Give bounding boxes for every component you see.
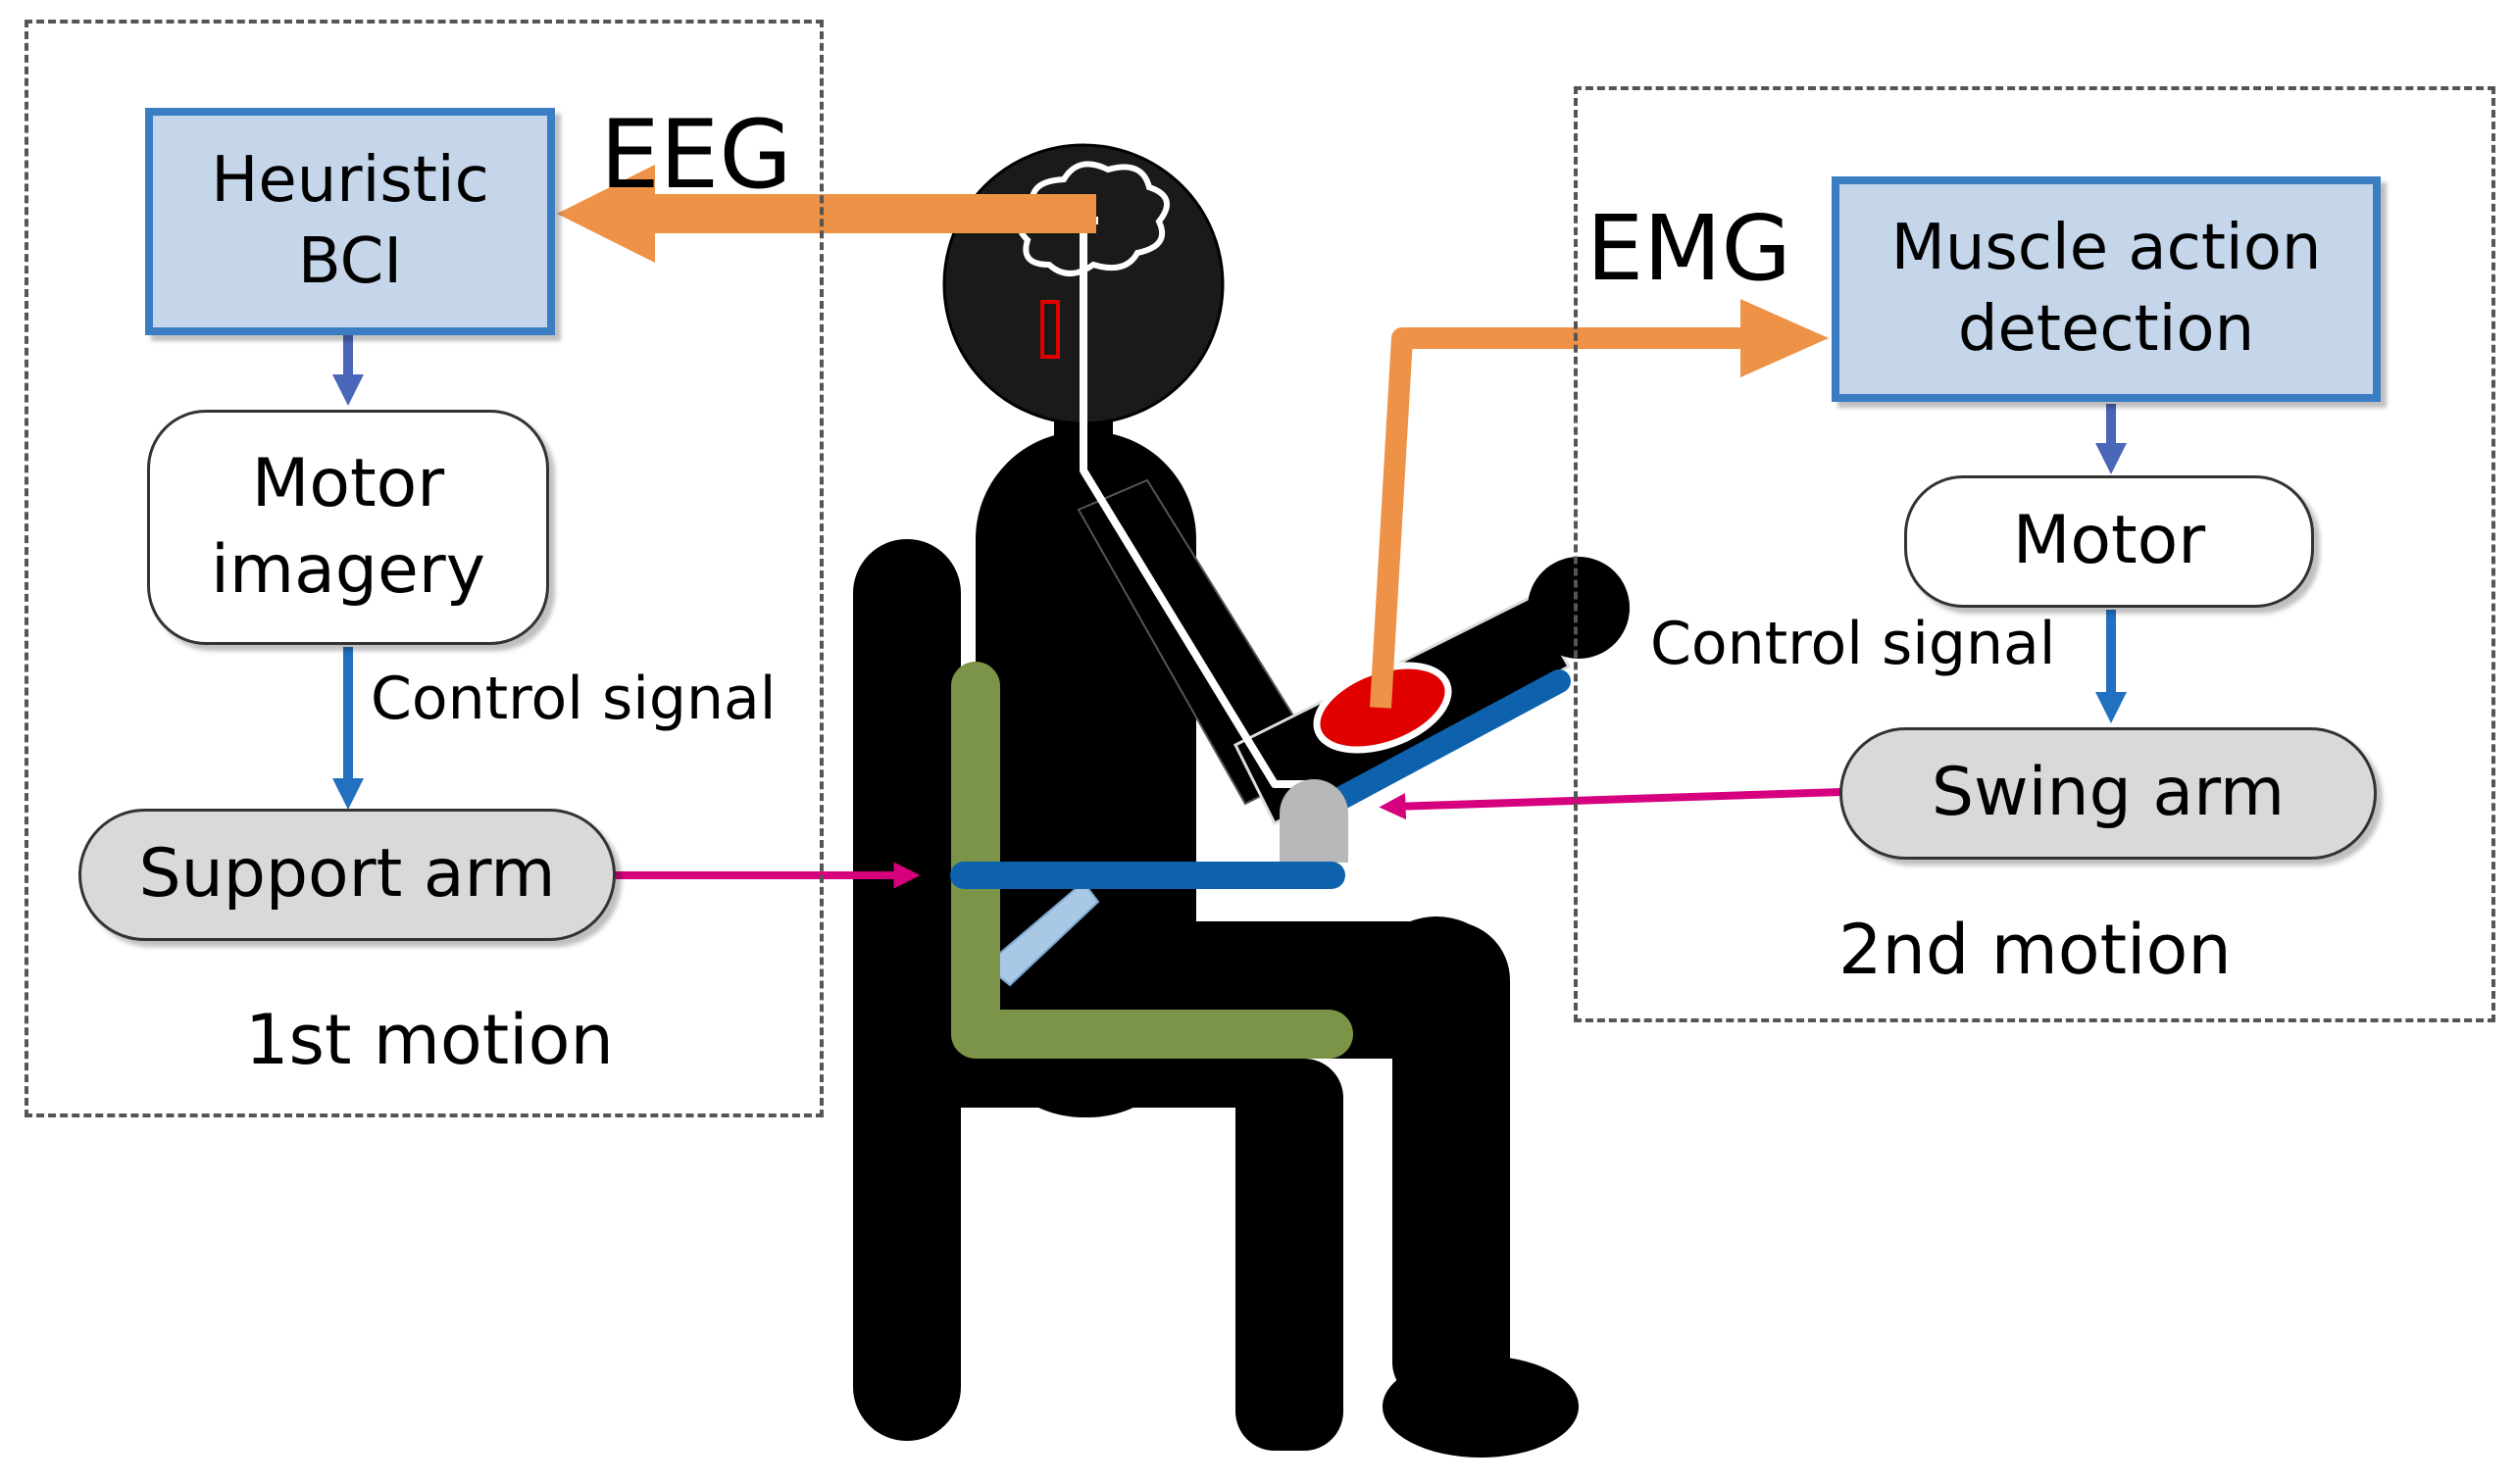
support-arm-label: Support arm: [138, 835, 556, 914]
second-motion-panel: [1574, 86, 2495, 1022]
eeg-label: EEG: [600, 100, 792, 210]
support-frame: [951, 662, 1353, 1059]
left-control-signal-label: Control signal: [371, 665, 777, 733]
emg-label: EMG: [1586, 196, 1791, 301]
swing-arm-pointer: [1379, 788, 1842, 820]
implant-marker: [1040, 300, 1060, 359]
chair-back: [853, 539, 961, 1441]
imagery-line2: imagery: [210, 531, 485, 609]
brain-icon: [1016, 161, 1170, 276]
motor-label: Motor: [2012, 502, 2206, 580]
motor-imagery-box: Motor imagery: [147, 410, 549, 645]
bci-line2: BCI: [297, 225, 403, 298]
bci-line1: Heuristic: [211, 143, 489, 217]
shin: [1392, 951, 1510, 1402]
swing-arm-label: Swing arm: [1931, 754, 2286, 832]
leg-strap: [983, 880, 1100, 987]
muscle-action-detection-box: Muscle action detection: [1832, 176, 2381, 402]
hand: [1528, 557, 1630, 659]
motor-box: Motor: [1904, 475, 2314, 608]
foot: [1383, 1356, 1579, 1458]
support-arm-box: Support arm: [78, 809, 616, 941]
emg-arrow-shaft: [1370, 327, 1745, 709]
detect-line1: Muscle action: [1890, 211, 2322, 284]
first-motion-panel: [25, 20, 824, 1117]
swing-arm-box: Swing arm: [1839, 727, 2377, 860]
detect-line2: detection: [1957, 293, 2255, 366]
eeg-arrow-head: [557, 165, 655, 263]
imagery-line1: Motor: [251, 444, 445, 522]
elbow-joint: [1280, 779, 1348, 863]
second-motion-label: 2nd motion: [1838, 910, 2232, 990]
first-motion-label: 1st motion: [245, 1000, 614, 1080]
emg-arrow-head: [1740, 299, 1829, 377]
right-control-signal-label: Control signal: [1650, 610, 2056, 678]
chair-leg: [1235, 1059, 1343, 1451]
